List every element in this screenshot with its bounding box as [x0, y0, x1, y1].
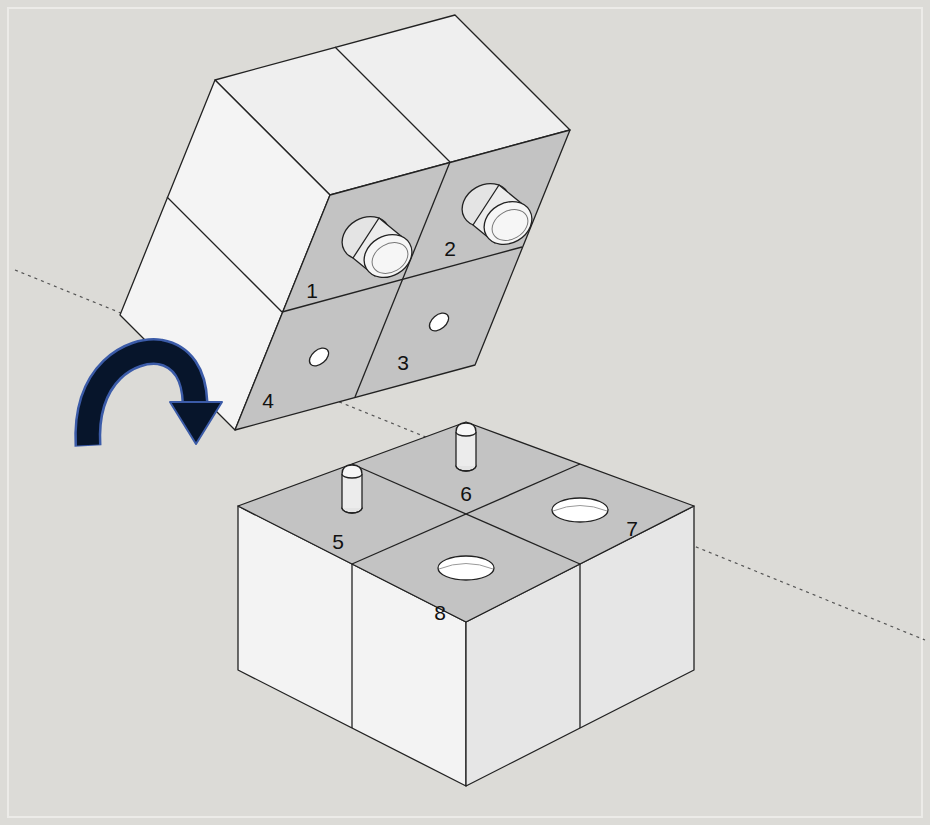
background	[8, 8, 922, 817]
callout-number: 5	[332, 531, 344, 552]
callout-number: 1	[306, 280, 318, 301]
callout-number: 2	[444, 238, 456, 259]
lower-block	[238, 422, 694, 786]
callout-number: 7	[626, 518, 638, 539]
rotation-arrow	[88, 352, 222, 446]
callout-number: 8	[434, 602, 446, 623]
callout-number: 3	[397, 352, 409, 373]
callout-number: 4	[262, 390, 274, 411]
callout-number: 6	[460, 483, 472, 504]
